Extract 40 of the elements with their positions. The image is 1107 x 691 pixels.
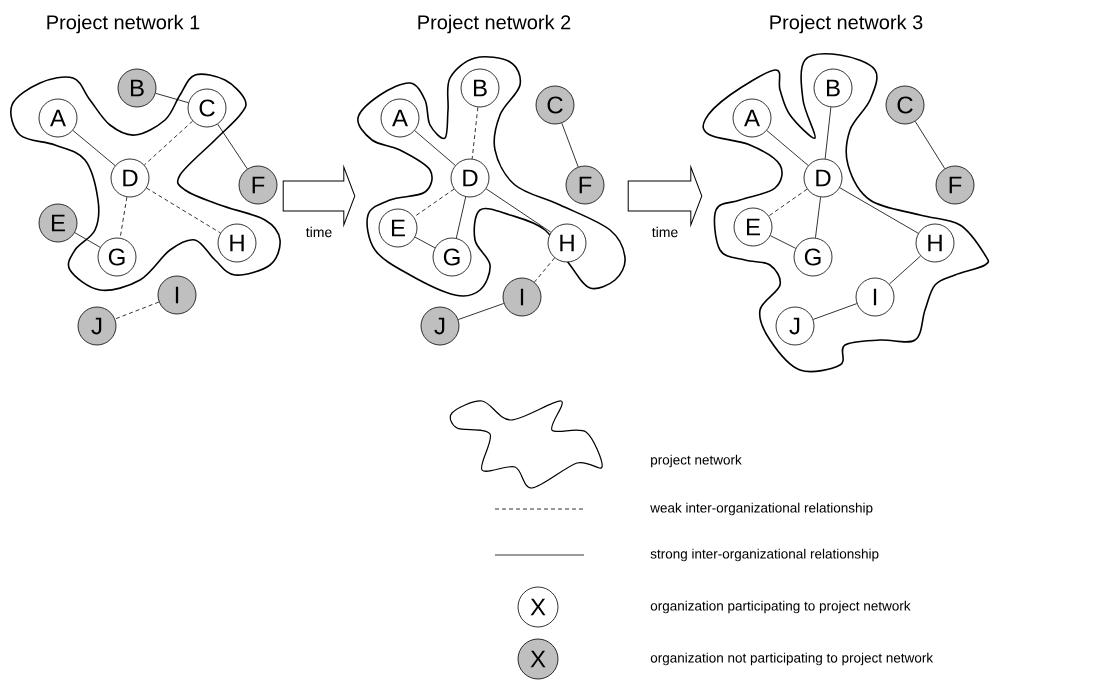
edge-label: time — [650, 225, 680, 239]
network-outline — [702, 53, 990, 373]
network-outline — [357, 56, 626, 297]
relationship-line — [143, 120, 194, 166]
relationship-line — [769, 235, 797, 249]
relationship-line — [824, 106, 832, 160]
relationship-line — [217, 123, 248, 170]
relationship-line — [768, 188, 808, 217]
relationship-line — [414, 236, 436, 249]
relationship-line — [534, 257, 555, 283]
relationship-line — [812, 303, 858, 320]
relationship-line — [414, 130, 456, 166]
relationship-line — [455, 196, 467, 239]
legend-text: strong inter-organizational relationship — [650, 548, 879, 562]
title: Project network 1 — [47, 14, 200, 34]
time-arrow — [282, 166, 356, 226]
edge-label: time — [304, 225, 334, 239]
relationship-line — [114, 301, 160, 320]
legend-text: weak inter-organizational relationship — [650, 502, 873, 516]
network-outline — [10, 73, 281, 292]
relationship-line — [471, 106, 479, 160]
relationship-line — [839, 187, 919, 234]
relationship-line — [74, 232, 101, 248]
title: Project network 2 — [418, 14, 571, 34]
title: Project network 3 — [770, 14, 923, 34]
relationship-line — [146, 187, 221, 234]
legend-text: organization participating to project network — [650, 600, 911, 614]
legend-text: organization not participating to project network — [650, 652, 934, 666]
relationship-line — [561, 122, 579, 168]
relationship-line — [889, 255, 921, 285]
relationship-line — [914, 121, 946, 169]
relationship-line — [457, 303, 505, 320]
legend-text: project network — [651, 454, 742, 468]
relationship-line — [766, 130, 809, 166]
relationship-line — [155, 92, 189, 104]
relationship-line — [413, 188, 455, 218]
relationship-line — [815, 196, 821, 239]
relationship-line — [485, 188, 552, 233]
relationship-line — [72, 130, 116, 166]
time-arrow — [627, 166, 703, 226]
